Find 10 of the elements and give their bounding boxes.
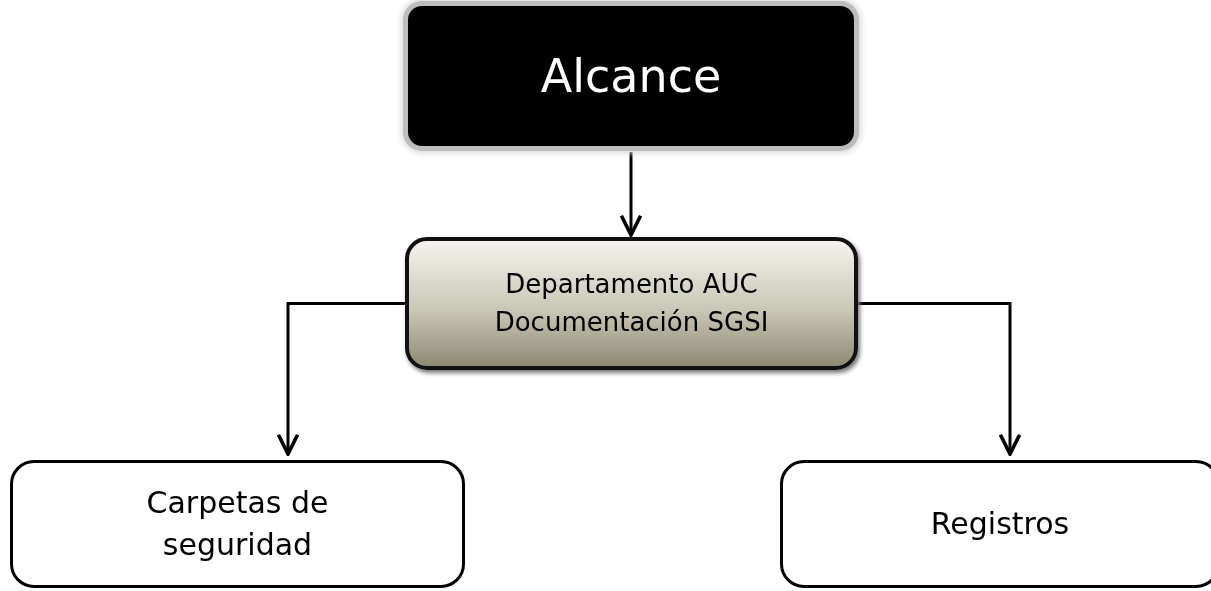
process-box bbox=[780, 460, 1211, 588]
arrow bbox=[619, 152, 643, 237]
arrow bbox=[858, 302, 1022, 456]
node-label: Alcance bbox=[540, 49, 722, 103]
arrow bbox=[276, 302, 405, 456]
node-label: Carpetas de seguridad bbox=[145, 484, 330, 564]
process-box bbox=[405, 237, 858, 370]
node-label: Registros bbox=[930, 505, 1070, 543]
node-label: Departamento AUC Documentación SGSI bbox=[493, 267, 770, 339]
process-box bbox=[10, 460, 465, 588]
